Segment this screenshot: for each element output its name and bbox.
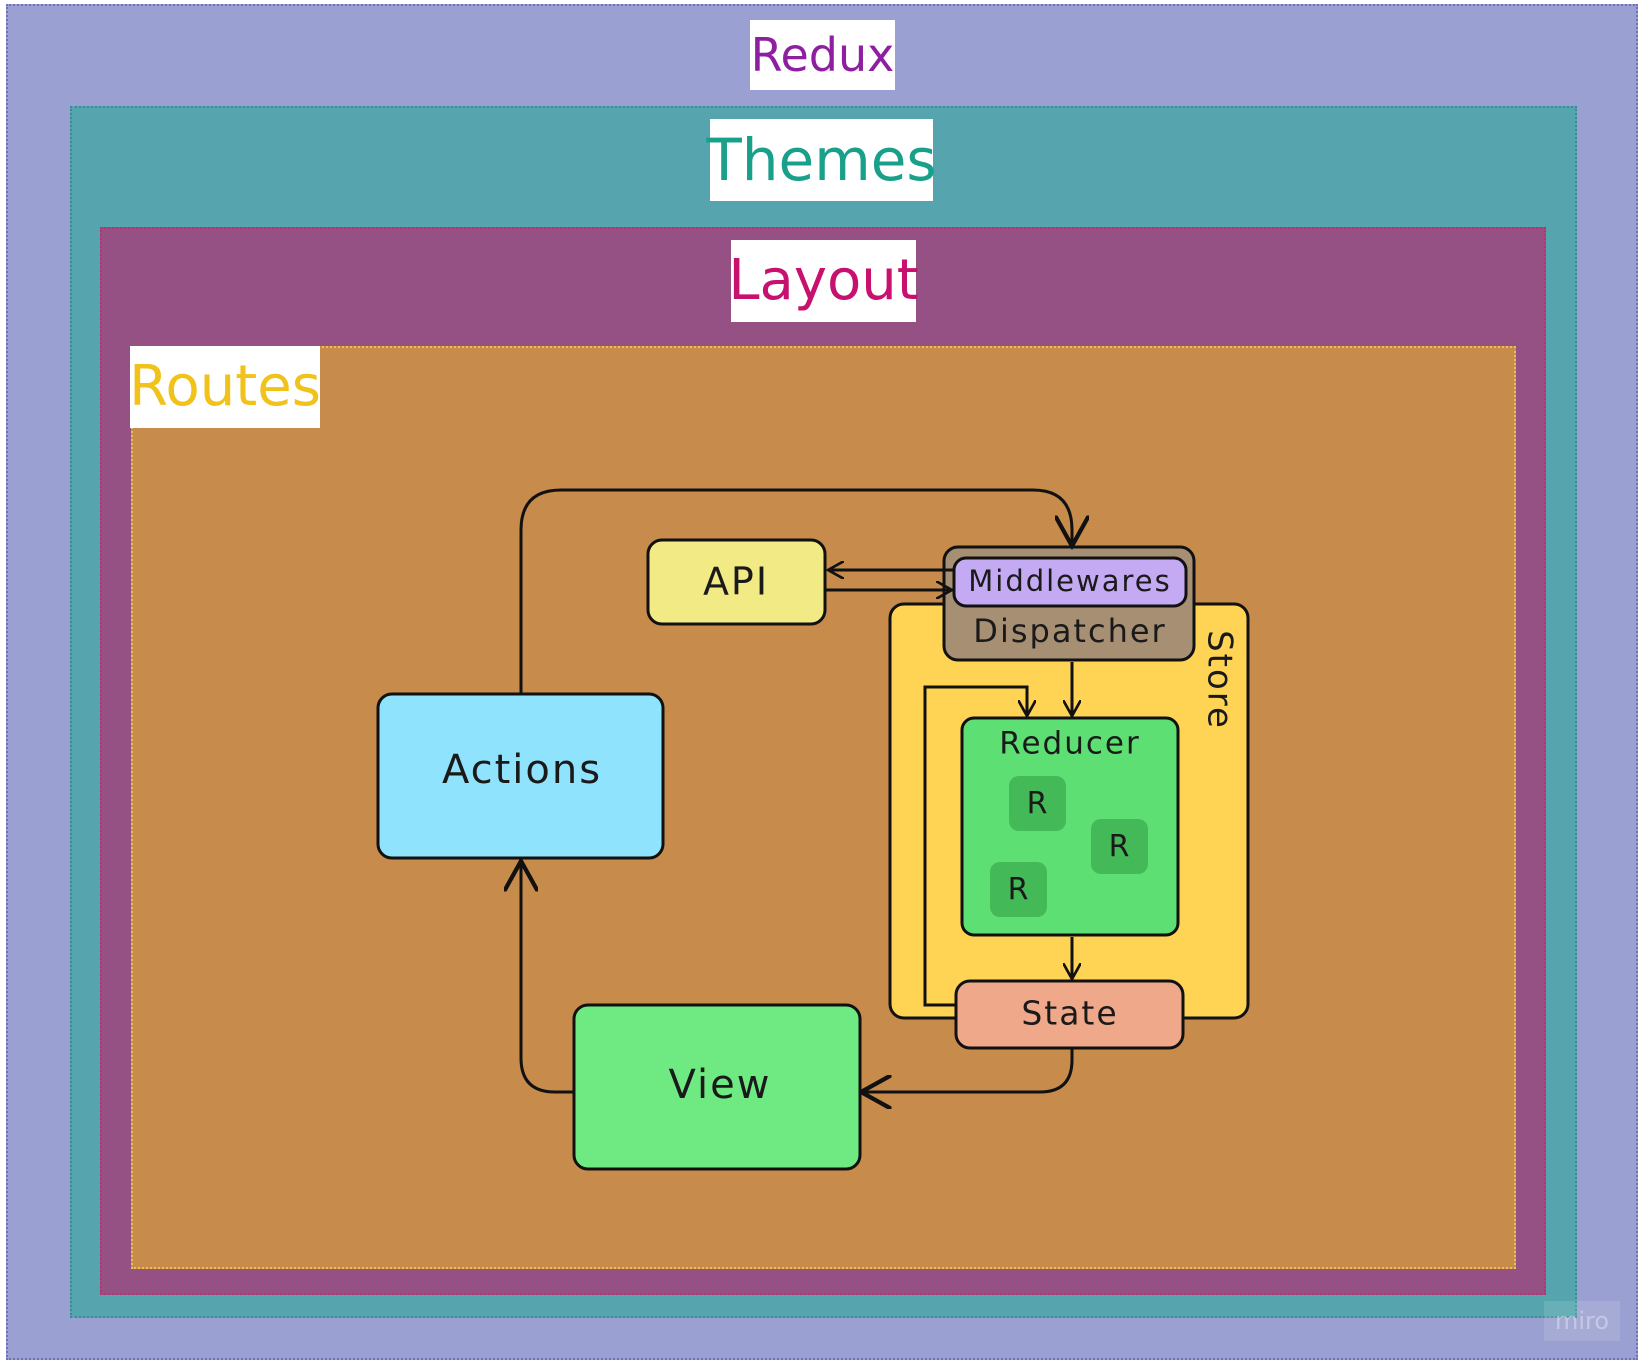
state-to-view-arrow: [861, 1048, 1074, 1092]
view-label: View: [669, 1062, 772, 1108]
store-label: Store: [1200, 630, 1240, 730]
miro-watermark: miro: [1544, 1301, 1620, 1341]
reducer-item-label: R: [1027, 787, 1050, 822]
routes-label: Routes: [129, 346, 321, 428]
actions-label: Actions: [442, 747, 602, 793]
dispatcher-label: Dispatcher: [973, 612, 1166, 650]
state-box: [954, 979, 1185, 1050]
view-box: [572, 1003, 862, 1171]
api-box: [646, 538, 827, 626]
middlewares-box: [952, 556, 1188, 608]
layout-label: Layout: [728, 240, 919, 322]
redux-label: Redux: [750, 20, 895, 90]
reducer-item-label: R: [1109, 830, 1132, 865]
actions-to-middlewares-arrow: [519, 488, 1072, 694]
reducer-item: [1009, 776, 1066, 831]
api-label: API: [703, 560, 769, 604]
state-label: State: [1021, 994, 1118, 1033]
reducer-item: [1091, 819, 1148, 874]
reducer-label: Reducer: [999, 726, 1140, 762]
actions-box: [376, 692, 665, 860]
view-to-actions-arrow: [521, 861, 574, 1094]
reducer-item: [990, 862, 1047, 917]
themes-label: Themes: [706, 119, 937, 201]
middlewares-label: Middlewares: [968, 564, 1172, 598]
reducer-item-label: R: [1008, 873, 1031, 908]
state-to-reducer-arrow: [923, 685, 1027, 1007]
